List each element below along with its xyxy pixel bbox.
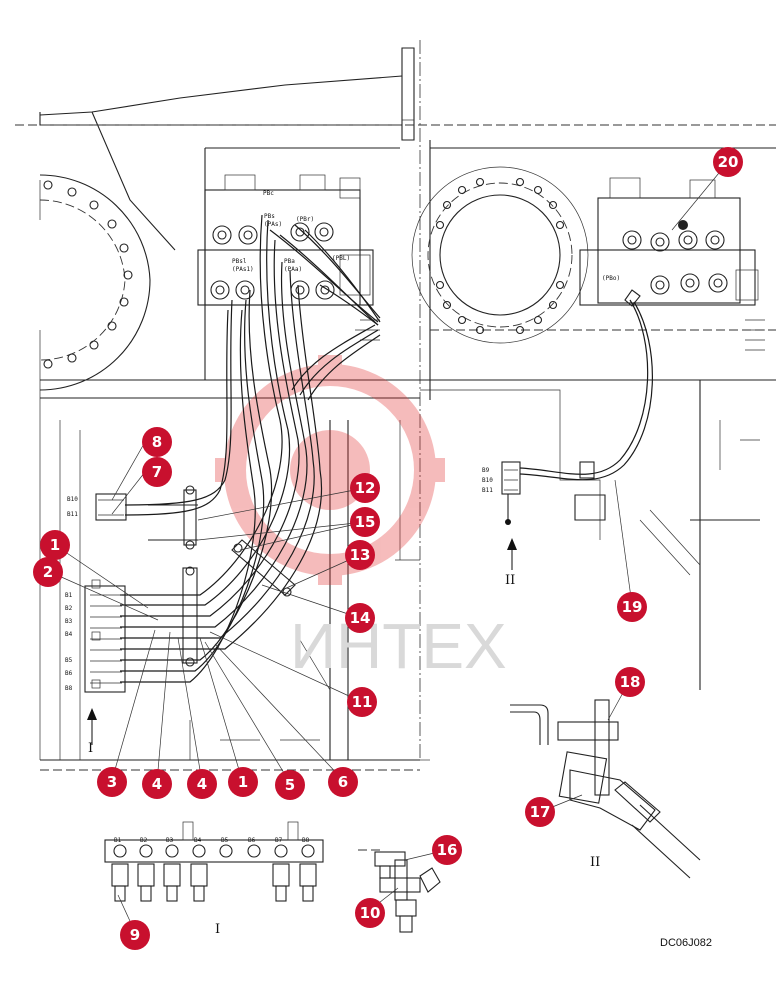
block-label-b1: B1 (65, 592, 73, 599)
callout-12: 12 (350, 473, 380, 503)
svg-text:1: 1 (50, 536, 60, 554)
callout-4-a: 4 (142, 769, 172, 799)
detail-label-b2: B2 (140, 837, 148, 844)
block-label-b3: B3 (65, 618, 73, 625)
svg-text:1: 1 (238, 773, 248, 791)
svg-text:5: 5 (285, 776, 295, 794)
port-label-pbl: (PBL) (332, 255, 350, 262)
view-arrow-i: I (87, 708, 97, 756)
block-label-b11-right: B11 (482, 487, 493, 494)
port-label-pbr: (PBr) (296, 216, 314, 223)
detail-label-b6: B6 (248, 837, 256, 844)
svg-text:2: 2 (43, 563, 53, 581)
callout-19: 19 (617, 592, 647, 622)
callout-7: 7 (142, 457, 172, 487)
hose-clamps-left (182, 485, 296, 667)
svg-text:4: 4 (152, 775, 162, 793)
connector-block-b10-b11: B10 B11 (67, 493, 127, 521)
callouts: 20 8 7 12 15 13 14 11 1 2 3 4 4 1 5 6 19… (33, 147, 743, 950)
callout-18: 18 (615, 667, 645, 697)
svg-text:15: 15 (355, 513, 376, 531)
svg-text:10: 10 (360, 904, 381, 922)
detail-label-b1: B1 (114, 837, 122, 844)
callout-16: 16 (432, 835, 462, 865)
hose-19 (519, 289, 653, 481)
detail-label-b7: B7 (275, 837, 283, 844)
hose-bundle-left (120, 214, 381, 683)
watermark (215, 355, 445, 585)
view-arrow-i-label: I (88, 741, 93, 756)
port-label-paa: (PAa) (284, 266, 302, 273)
chassis-outline (15, 40, 776, 771)
port-label-pbo: (PBo) (602, 275, 620, 282)
detail-label-b3: B3 (166, 837, 174, 844)
callout-17: 17 (525, 797, 555, 827)
watermark-text: ИНТЕХ (290, 610, 507, 682)
svg-text:9: 9 (130, 926, 140, 944)
callout-11: 11 (347, 687, 377, 717)
callout-14: 14 (345, 603, 375, 633)
connector-block-b9-b11: B9 B10 B11 (482, 461, 521, 525)
port-label-pas1: (PAs1) (232, 266, 254, 273)
view-arrow-ii: II (505, 538, 517, 588)
callout-10: 10 (355, 898, 385, 928)
block-label-b4: B4 (65, 631, 73, 638)
detail-label-b5: B5 (221, 837, 229, 844)
detail-label-b4: B4 (194, 837, 202, 844)
port-label-pbsl: PBsl (232, 258, 247, 265)
port-label-pbc: PBc (263, 190, 274, 197)
svg-text:17: 17 (530, 803, 551, 821)
block-label-b11-left: B11 (67, 511, 78, 518)
detail-view-ii-label: II (590, 855, 600, 870)
callout-5: 5 (275, 770, 305, 800)
svg-text:3: 3 (107, 773, 117, 791)
callout-1-top: 1 (40, 530, 70, 560)
control-valve-right: (PBo) (579, 177, 765, 351)
detail-view-ii: II (510, 699, 701, 879)
svg-text:14: 14 (350, 609, 371, 627)
svg-text:6: 6 (338, 773, 348, 791)
svg-text:4: 4 (197, 775, 207, 793)
port-label-pas: (PAs) (264, 221, 282, 228)
detail-label-b8: B8 (302, 837, 310, 844)
svg-text:18: 18 (620, 673, 641, 691)
block-label-b10-right: B10 (482, 477, 493, 484)
svg-text:16: 16 (437, 841, 458, 859)
slew-ring-left (39, 174, 151, 391)
detail-view-i: B1 B2 B3 B4 B5 B6 B7 B8 I (104, 821, 324, 937)
callout-6: 6 (328, 767, 358, 797)
detail-fitting-16-10 (358, 849, 441, 933)
callout-3: 3 (97, 767, 127, 797)
svg-text:8: 8 (152, 433, 162, 451)
block-label-b9: B9 (482, 467, 490, 474)
port-label-pbs: PBs (264, 213, 275, 220)
svg-text:11: 11 (352, 693, 373, 711)
block-label-b2: B2 (65, 605, 73, 612)
block-label-b5: B5 (65, 657, 73, 664)
detail-view-i-label: I (215, 922, 220, 937)
control-valve-left: PBc (PBr) PBs (PAs) PBsl (PAs1) PBa (PAa… (197, 174, 380, 341)
connector-block-b1-b8: B1 B2 B3 B4 B5 B6 B8 (65, 579, 126, 693)
callout-2: 2 (33, 557, 63, 587)
slew-ring-right (411, 166, 589, 344)
drawing-code: DC06J082 (660, 937, 712, 949)
port-label-pba: PBa (284, 258, 295, 265)
view-arrow-ii-label: II (505, 573, 515, 588)
callout-8: 8 (142, 427, 172, 457)
callout-20: 20 (713, 147, 743, 177)
block-label-b6: B6 (65, 670, 73, 677)
callout-9: 9 (120, 920, 150, 950)
svg-text:20: 20 (718, 153, 739, 171)
callout-4-b: 4 (187, 769, 217, 799)
callout-1-bottom: 1 (228, 767, 258, 797)
svg-text:13: 13 (350, 546, 371, 564)
block-label-b8: B8 (65, 685, 73, 692)
callout-13: 13 (345, 540, 375, 570)
block-label-b10-left: B10 (67, 496, 78, 503)
callout-15: 15 (350, 507, 380, 537)
svg-text:12: 12 (355, 479, 376, 497)
svg-text:7: 7 (152, 463, 162, 481)
svg-text:19: 19 (622, 598, 643, 616)
